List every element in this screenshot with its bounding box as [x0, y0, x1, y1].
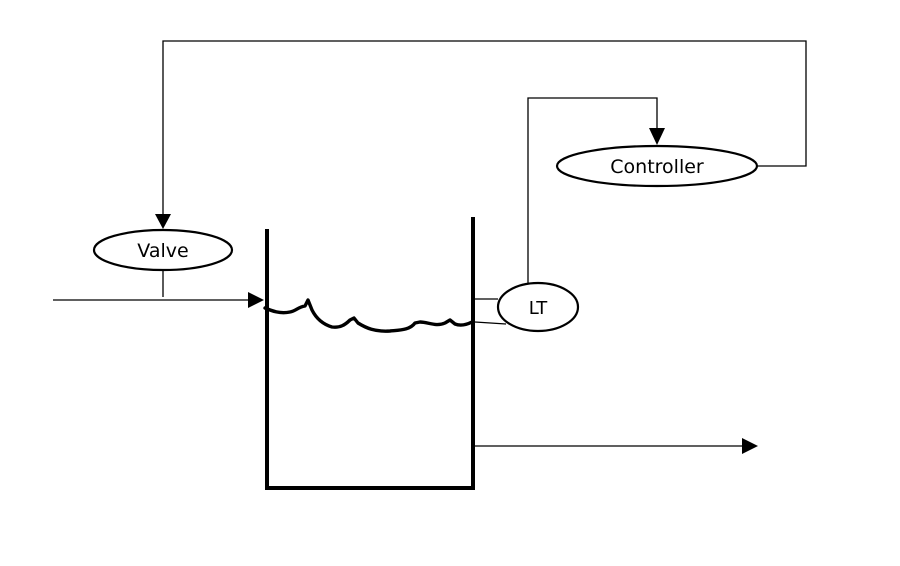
liquid-surface	[263, 298, 474, 333]
valve-input-arrowhead	[155, 214, 171, 229]
valve-label: Valve	[137, 240, 188, 262]
inlet-arrowhead	[248, 292, 264, 308]
controller-label: Controller	[610, 156, 704, 178]
outlet-arrowhead	[742, 438, 758, 454]
tank	[263, 217, 475, 490]
controller-to-valve-signal-line	[162, 40, 807, 215]
valve-node[interactable]: Valve	[92, 228, 234, 272]
controller-ellipse	[555, 144, 759, 188]
lt-label: LT	[529, 298, 549, 319]
lt-lower-tap-line	[474, 321, 507, 325]
tank-walls	[265, 217, 475, 490]
controller-input-arrowhead	[649, 128, 665, 145]
lt-to-controller-signal-line	[527, 97, 658, 286]
level-transmitter-node[interactable]: LT	[496, 281, 580, 333]
lt-ellipse	[496, 281, 580, 333]
controller-node[interactable]: Controller	[555, 144, 759, 188]
